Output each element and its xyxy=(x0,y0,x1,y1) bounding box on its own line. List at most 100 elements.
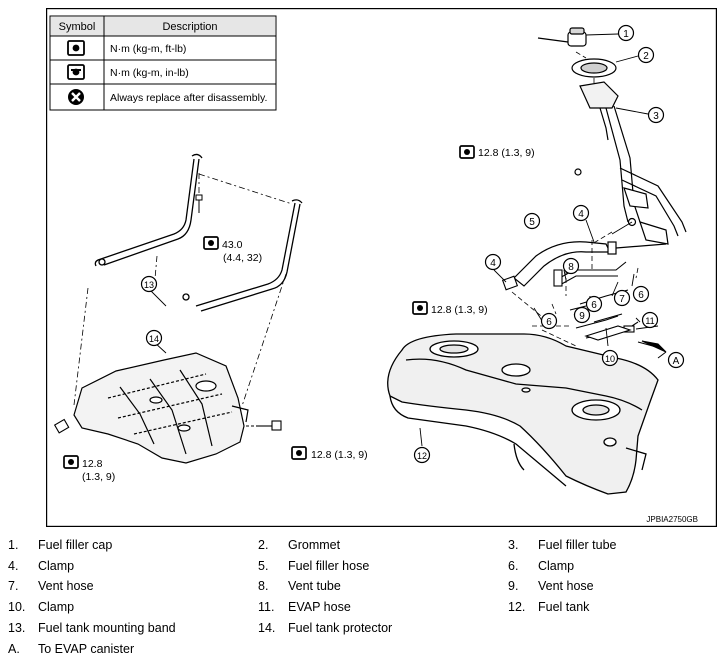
exploded-view-diagram: Symbol Description N·m (kg-m, ft-lb) N·m… xyxy=(45,7,718,528)
symbol-desc-in-lb: N·m (kg-m, in-lb) xyxy=(110,67,189,79)
svg-text:12: 12 xyxy=(417,451,427,461)
fuel-tank-mounting-band xyxy=(94,153,303,312)
fuel-filler-cap xyxy=(537,27,587,47)
svg-text:11: 11 xyxy=(645,316,654,326)
figure-code: JPBIA2750GB xyxy=(646,515,698,524)
callout-4-lower: 4 xyxy=(484,253,502,271)
legend-item-number: A. xyxy=(8,641,20,656)
torque-icon-clamp xyxy=(412,301,428,315)
torque-icon-protector-left xyxy=(63,455,79,469)
callout-11: 11 xyxy=(641,311,659,329)
svg-text:13: 13 xyxy=(144,280,154,290)
torque-spec-protector-right: 12.8 (1.3, 9) xyxy=(311,449,368,461)
callout-6-lower: 6 xyxy=(540,312,558,330)
fuel-filler-tube xyxy=(574,81,687,245)
legend-item-label: Clamp xyxy=(38,600,75,615)
evap-canister-arrow xyxy=(641,340,667,359)
svg-text:A: A xyxy=(673,356,680,367)
legend-item-number: 2. xyxy=(258,538,269,552)
torque-icon-filler-tube xyxy=(459,145,475,159)
torque-wrench-icon xyxy=(67,40,85,56)
legend-item-label: Fuel filler tube xyxy=(538,538,617,552)
legend-item-number: 4. xyxy=(8,558,19,573)
svg-text:8: 8 xyxy=(568,262,574,273)
svg-text:6: 6 xyxy=(591,300,597,311)
svg-text:7: 7 xyxy=(619,294,625,305)
torque-wrench-inlb-icon xyxy=(67,64,85,80)
replace-part-icon xyxy=(68,89,84,105)
callout-2: 2 xyxy=(637,46,655,64)
legend-item-label: To EVAP canister xyxy=(38,641,135,656)
legend-row: 13. Fuel tank mounting band 14. Fuel tank p… xyxy=(0,621,722,641)
diagram-frame: Symbol Description N·m (kg-m, ft-lb) N·m… xyxy=(45,7,718,528)
svg-text:2: 2 xyxy=(643,51,649,62)
legend-item-number: 9. xyxy=(508,579,519,594)
torque-spec-band-sub: (4.4, 32) xyxy=(223,252,262,264)
callout-A: A xyxy=(667,351,685,369)
legend-item-label: Clamp xyxy=(38,558,75,573)
callout-7: 7 xyxy=(613,289,631,307)
callout-4-upper: 4 xyxy=(572,204,590,222)
torque-icon-band xyxy=(203,236,219,250)
svg-text:6: 6 xyxy=(546,317,552,328)
torque-spec-filler-tube: 12.8 (1.3, 9) xyxy=(478,147,535,159)
svg-text:14: 14 xyxy=(149,334,159,344)
torque-spec-band-value: 43.0 xyxy=(222,239,243,251)
band-bolt xyxy=(195,194,203,213)
svg-text:3: 3 xyxy=(653,111,659,122)
legend-item-number: 10. xyxy=(8,600,26,615)
parts-legend: 1. Fuel filler cap 2. Grommet 3. Fuel filler … xyxy=(0,538,722,670)
svg-text:4: 4 xyxy=(578,209,584,220)
symbol-desc-ft-lb: N·m (kg-m, ft-lb) xyxy=(110,43,186,55)
callout-1: 1 xyxy=(617,24,635,42)
protector-right-bolt xyxy=(256,420,282,431)
legend-item-label: Fuel tank xyxy=(538,600,590,615)
callout-10: 10 xyxy=(601,349,619,367)
callout-12: 12 xyxy=(413,446,431,464)
fuel-tank xyxy=(387,333,659,495)
torque-icon-protector-right xyxy=(291,446,307,460)
legend-item-number: 5. xyxy=(258,558,269,573)
legend-item-number: 13. xyxy=(8,620,26,635)
symbol-table: Symbol Description N·m (kg-m, ft-lb) N·m… xyxy=(49,15,277,111)
legend-row: 1. Fuel filler cap 2. Grommet 3. Fuel filler … xyxy=(0,538,722,558)
legend-item-label: Grommet xyxy=(288,538,341,552)
legend-item-number: 1. xyxy=(8,538,19,552)
symbol-header: Symbol xyxy=(59,21,96,33)
band-dashed-leaders xyxy=(73,173,293,407)
callout-8: 8 xyxy=(562,257,580,275)
protector-left-bolt xyxy=(53,418,70,434)
legend-item-number: 8. xyxy=(258,579,269,594)
svg-text:9: 9 xyxy=(579,311,585,322)
legend-item-label: Fuel filler hose xyxy=(288,558,370,573)
symbol-desc-replace: Always replace after disassembly. xyxy=(110,92,267,104)
svg-text:6: 6 xyxy=(638,290,644,301)
svg-text:1: 1 xyxy=(623,29,629,40)
callout-6-upper: 6 xyxy=(632,285,650,303)
grommet xyxy=(571,58,617,78)
legend-item-label: Clamp xyxy=(538,558,575,573)
legend-item-label: Fuel tank protector xyxy=(288,620,393,635)
legend-item-label: Vent hose xyxy=(38,579,94,594)
svg-text:10: 10 xyxy=(605,354,615,364)
legend-row: A. To EVAP canister xyxy=(0,642,722,662)
callout-9: 9 xyxy=(573,306,591,324)
callout-6-middle: 6 xyxy=(585,295,603,313)
callout-3: 3 xyxy=(647,106,665,124)
fuel-filler-hose xyxy=(513,241,667,287)
legend-item-label: Vent tube xyxy=(288,579,341,594)
callout-5: 5 xyxy=(523,212,541,230)
evap-hose xyxy=(584,325,632,341)
callout-13: 13 xyxy=(140,275,158,293)
torque-spec-clamp: 12.8 (1.3, 9) xyxy=(431,304,488,316)
legend-item-label: Fuel filler cap xyxy=(38,538,113,552)
legend-item-number: 12. xyxy=(508,600,526,615)
fuel-tank-protector xyxy=(73,352,249,464)
svg-text:4: 4 xyxy=(490,258,496,269)
legend-item-label: Fuel tank mounting band xyxy=(38,620,176,635)
legend-item-number: 3. xyxy=(508,538,519,552)
legend-item-number: 14. xyxy=(258,620,276,635)
